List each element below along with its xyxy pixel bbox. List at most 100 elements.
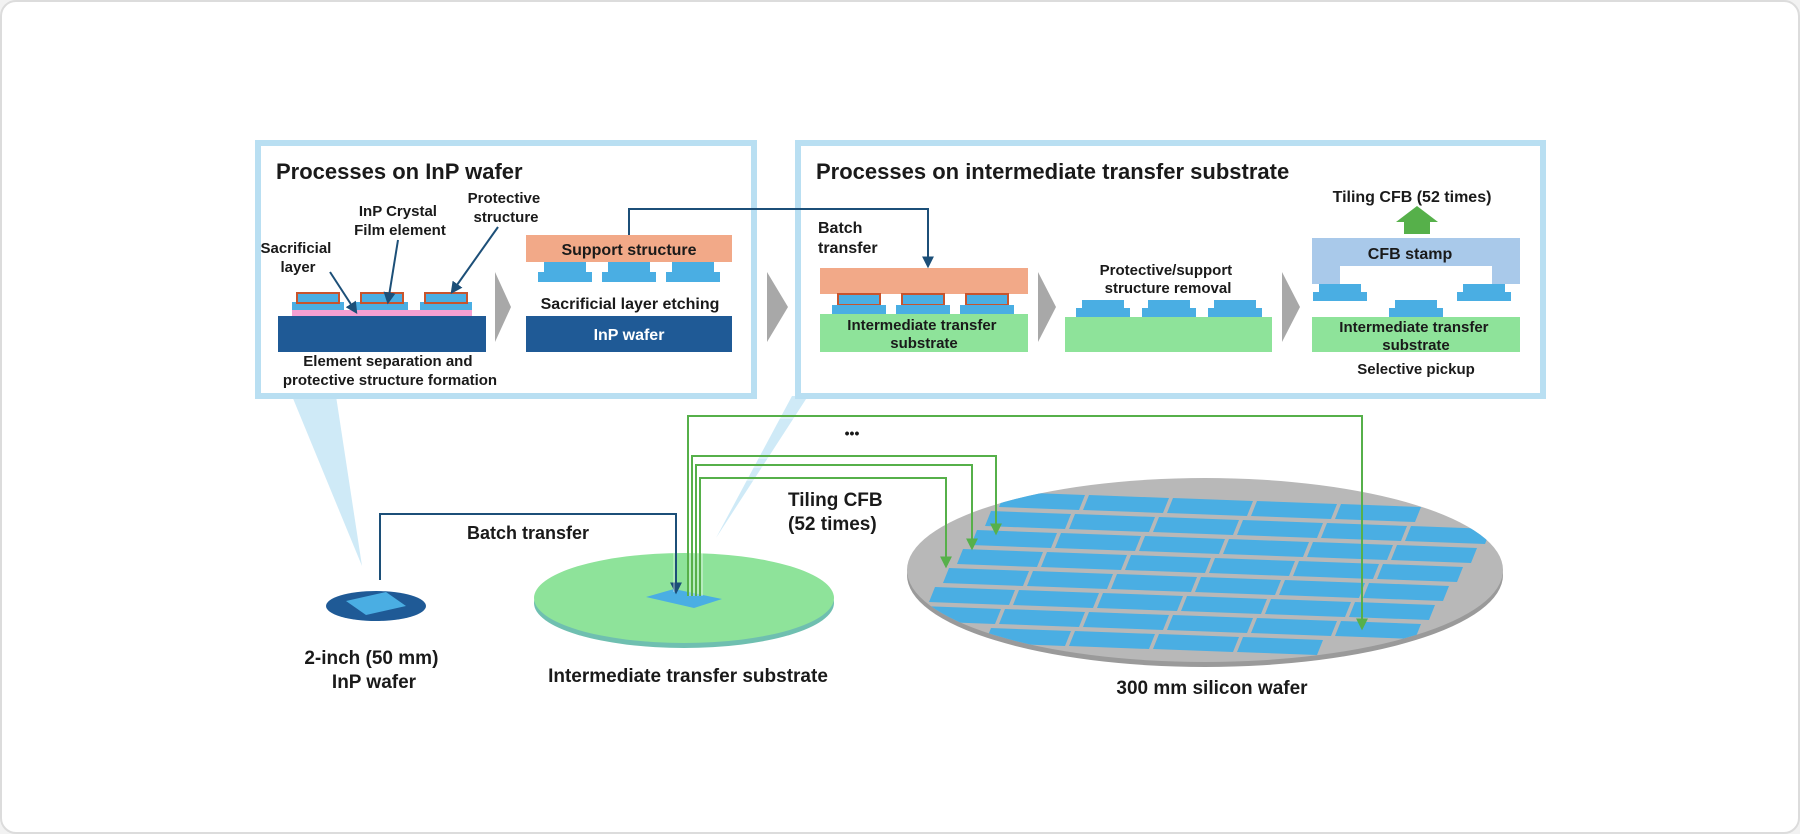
picked-element	[1457, 284, 1511, 301]
cfb-tile	[1153, 634, 1239, 652]
batch-transfer-arrow	[379, 513, 682, 595]
inp-wafer-layer	[278, 316, 486, 352]
label-tiling-cfb: Tiling CFB (52 times)	[1333, 189, 1492, 206]
label-support-structure: Support structure	[561, 242, 696, 259]
cfb-tile-grid	[915, 492, 1491, 655]
step-batch-transfer: Batch transfer Intermediate transfer sub…	[818, 220, 1028, 352]
step-selective-pickup: Tiling CFB (52 times) CFB stamp Intermed…	[1312, 189, 1520, 378]
film-element	[1142, 300, 1196, 317]
film-element	[420, 292, 472, 310]
film-element	[1076, 300, 1130, 317]
cfb-tile	[1181, 596, 1267, 614]
batch-transfer-connector	[628, 208, 934, 269]
chevron-arrow	[495, 272, 511, 342]
film-element	[896, 293, 950, 314]
label-tiling-cfb-bottom: Tiling CFB (52 times)	[788, 490, 888, 535]
cfb-tile	[1251, 501, 1337, 519]
cfb-tile	[1349, 602, 1435, 620]
cfb-tile	[1027, 571, 1113, 589]
remaining-element	[1389, 300, 1443, 317]
cfb-tile	[985, 511, 1071, 529]
cfb-tile	[1293, 561, 1379, 579]
cfb-tile	[1391, 545, 1477, 563]
transferred-die	[646, 589, 722, 608]
intermediate-substrate-block	[820, 314, 1028, 352]
inp-callout-wedge	[292, 396, 362, 566]
label-silicon-wafer: 300 mm silicon wafer	[1116, 678, 1308, 699]
caption-sacrificial-etching: Sacrificial layer etching	[541, 296, 720, 313]
chevron-arrow	[1282, 272, 1300, 342]
chevron-arrow	[767, 272, 788, 342]
cfb-tile	[1209, 558, 1295, 576]
label-inp-wafer: InP wafer	[594, 327, 665, 344]
film-element	[1208, 300, 1262, 317]
tiling-arrow	[691, 455, 1002, 596]
label-cfb-stamp: CFB stamp	[1368, 246, 1453, 263]
cfb-tile	[1377, 564, 1463, 582]
label-inp-wafer-2inch: 2-inch (50 mm) InP wafer	[304, 648, 443, 693]
step-element-separation: Sacrificial layer InP Crystal Film eleme…	[260, 190, 545, 389]
cfb-tile	[1083, 495, 1169, 513]
inp-die-square	[346, 592, 406, 615]
cfb-tile	[1265, 599, 1351, 617]
cfb-tile	[971, 530, 1057, 548]
cfb-tile	[1167, 498, 1253, 516]
label-intermediate-substrate-bottom: Intermediate transfer substrate	[548, 666, 828, 687]
cfb-tile	[1153, 517, 1239, 535]
cfb-tile	[1041, 552, 1127, 570]
inp-wafer-2inch	[326, 591, 426, 621]
pointer-film	[383, 239, 399, 305]
cfb-tile	[1195, 577, 1281, 595]
cfb-tile	[1125, 555, 1211, 573]
cfb-tile	[1237, 520, 1323, 538]
cfb-tile	[929, 587, 1015, 605]
cfb-tile	[1083, 612, 1169, 630]
step-structure-removal: Protective/support structure removal	[1065, 262, 1272, 352]
support-structure-block	[526, 235, 732, 262]
label-protective-structure: Protective structure	[468, 190, 545, 226]
chevron-arrow	[1038, 272, 1056, 342]
support-structure-block	[820, 268, 1028, 294]
cfb-tile	[1069, 514, 1155, 532]
pointer-protective	[450, 226, 499, 294]
cfb-tile	[1279, 580, 1365, 598]
cfb-tile	[1363, 583, 1449, 601]
panel-inp-wafer: Processes on InP wafer Sacrificial layer	[255, 140, 757, 399]
cfb-tile	[999, 492, 1085, 510]
label-structure-removal: Protective/support structure removal	[1100, 262, 1237, 297]
panel-intermediate-transfer: Processes on intermediate transfer subst…	[795, 140, 1546, 399]
film-element	[538, 262, 592, 282]
cfb-tile	[999, 609, 1085, 627]
tiling-arrow	[687, 415, 1368, 631]
inp-wafer-block	[526, 316, 732, 352]
sacrificial-layer	[292, 310, 472, 316]
cfb-tile	[1405, 526, 1491, 544]
cfb-tile	[943, 568, 1029, 586]
tiling-arrows	[687, 415, 1368, 631]
cfb-tile	[1237, 637, 1323, 655]
cfb-tile	[1335, 504, 1421, 522]
intermediate-substrate-block	[1065, 317, 1272, 352]
step-sacrificial-etching: Support structure Sacrificial layer etch…	[526, 235, 732, 352]
label-intermediate-substrate: Intermediate transfer substrate	[1339, 319, 1492, 354]
film-element	[960, 293, 1014, 314]
label-inp-crystal-film: InP Crystal Film element	[354, 203, 446, 239]
cfb-tile	[1013, 590, 1099, 608]
cfb-stamp	[1312, 238, 1520, 284]
cfb-tile	[1139, 536, 1225, 554]
pointer-sacrificial	[329, 271, 358, 315]
cfb-tile	[957, 549, 1043, 567]
cfb-tile	[1251, 618, 1337, 636]
tiling-arrow	[699, 477, 952, 596]
film-element	[356, 292, 408, 310]
cfb-tile	[1111, 574, 1197, 592]
label-batch-transfer-bottom: Batch transfer	[467, 523, 589, 543]
film-element	[666, 262, 720, 282]
cfb-tile	[1055, 533, 1141, 551]
label-intermediate-substrate: Intermediate transfer substrate	[847, 317, 1000, 352]
panel-transfer-title: Processes on intermediate transfer subst…	[816, 159, 1289, 184]
cfb-tile	[1069, 631, 1155, 649]
picked-element	[1313, 284, 1367, 301]
ellipsis-more: •••	[845, 425, 860, 441]
